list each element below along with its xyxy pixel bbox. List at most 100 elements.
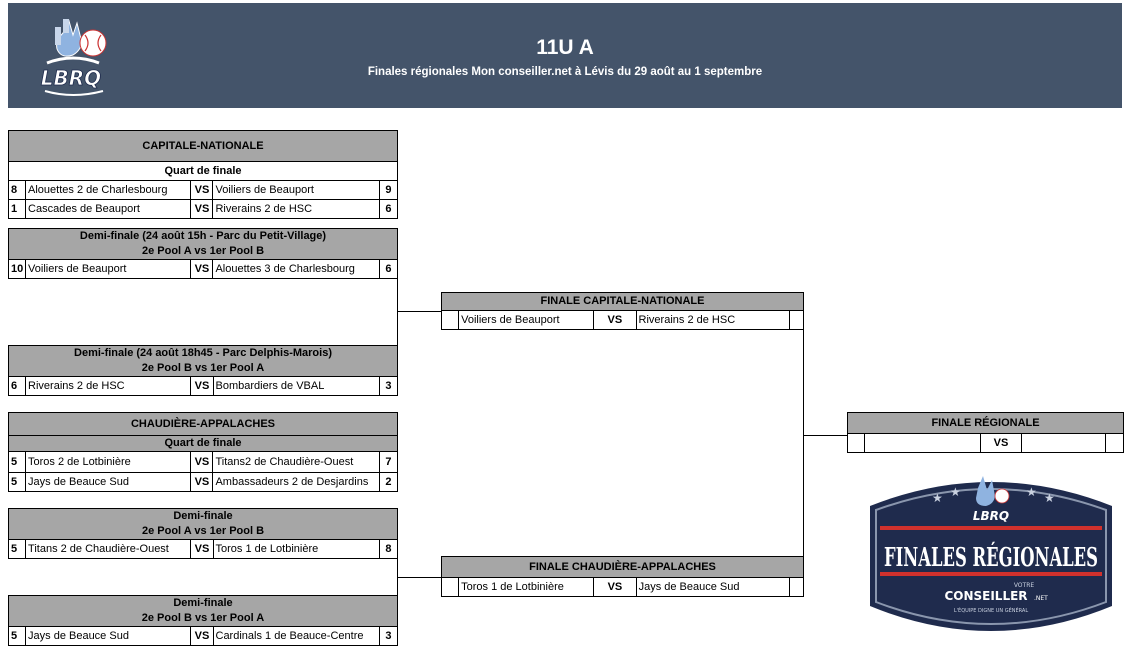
- seed: 1: [7, 199, 27, 219]
- star-icon: ★: [1026, 485, 1037, 499]
- chaudiere-final-title: FINALE CHAUDIÈRE-APPALACHES: [441, 556, 804, 578]
- team-name: [864, 433, 981, 453]
- bracket-connector: [397, 557, 398, 595]
- team-name: Cardinals 1 de Beauce-Centre: [212, 626, 380, 646]
- team-name: Riverains 2 de HSC: [25, 376, 192, 396]
- star-icon: ★: [1044, 491, 1055, 505]
- bracket-connector: [803, 435, 847, 436]
- team-name: Toros 2 de Lotbinière: [25, 451, 192, 473]
- team-name: Riverains 2 de HSC: [635, 310, 790, 330]
- sponsor-suffix: .NET: [1034, 595, 1048, 602]
- fleur-de-lis-icon: [976, 476, 995, 506]
- quarterfinal-label: Quart de finale: [8, 435, 398, 452]
- match-row: 5 Jays de Beauce Sud VS Cardinals 1 de B…: [7, 626, 399, 646]
- capitale-final-title: FINALE CAPITALE-NATIONALE: [441, 292, 804, 311]
- vs-label: VS: [593, 310, 637, 330]
- team-name: Alouettes 3 de Charlesbourg: [212, 259, 380, 279]
- region-title-capitale: CAPITALE-NATIONALE: [8, 130, 398, 162]
- seed: 5: [7, 472, 27, 492]
- seed: 7: [378, 451, 399, 473]
- seed: 8: [378, 539, 399, 559]
- vs-label: VS: [190, 539, 214, 559]
- vs-label: VS: [190, 199, 214, 219]
- bracket-connector: [397, 311, 441, 312]
- match-row: 1 Cascades de Beauport VS Riverains 2 de…: [7, 199, 399, 219]
- match-row: 5 Titans 2 de Chaudière-Ouest VS Toros 1…: [7, 539, 399, 559]
- team-name: Voiliers de Beauport: [25, 259, 192, 279]
- vs-label: VS: [190, 626, 214, 646]
- team-name: Jays de Beauce Sud: [25, 472, 192, 492]
- seed: 9: [378, 180, 399, 200]
- vs-label: VS: [190, 180, 214, 200]
- seed: 10: [7, 259, 27, 279]
- team-name: Voiliers de Beauport: [458, 310, 595, 330]
- capitale-final-block: FINALE CAPITALE-NATIONALE Voiliers de Be…: [440, 292, 805, 330]
- finales-regionales-badge: ★ ★ ★ ★ LBRQ FINALES RÉGIONALES VOTRE CO…: [870, 476, 1112, 631]
- bracket-connector: [397, 577, 441, 578]
- badge-logo-text: LBRQ: [973, 509, 1009, 523]
- semifinal-title: Demi-finale: [8, 595, 398, 611]
- match-row: 5 Toros 2 de Lotbinière VS Titans2 de Ch…: [7, 451, 399, 473]
- semifinal-pool-label: 2e Pool B vs 1er Pool A: [8, 611, 398, 627]
- quarterfinal-label: Quart de finale: [8, 161, 398, 181]
- team-name: Jays de Beauce Sud: [635, 577, 790, 597]
- semifinal-pool-label: 2e Pool A vs 1er Pool B: [8, 524, 398, 540]
- team-name: Toros 1 de Lotbinière: [212, 539, 380, 559]
- seed: 6: [7, 376, 27, 396]
- seed: [440, 310, 460, 330]
- vs-label: VS: [593, 577, 637, 597]
- team-name: Voiliers de Beauport: [212, 180, 380, 200]
- capitale-semifinal-1: Demi-finale (24 août 15h - Parc du Petit…: [7, 228, 399, 279]
- seed: [847, 433, 865, 453]
- seed: 6: [378, 199, 399, 219]
- seed: 3: [378, 376, 399, 396]
- seed: 2: [378, 472, 399, 492]
- vs-label: VS: [190, 376, 214, 396]
- vs-label: VS: [190, 472, 214, 492]
- chaudiere-semifinal-2: Demi-finale 2e Pool B vs 1er Pool A 5 Ja…: [7, 595, 399, 646]
- lbrq-logo-icon: LBRQ: [40, 19, 107, 96]
- team-name: Cascades de Beauport: [25, 199, 192, 219]
- seed: [1104, 433, 1125, 453]
- match-row: 5 Jays de Beauce Sud VS Ambassadeurs 2 d…: [7, 472, 399, 492]
- semifinal-pool-label: 2e Pool B vs 1er Pool A: [8, 361, 398, 377]
- match-row: 10 Voiliers de Beauport VS Alouettes 3 d…: [7, 259, 399, 279]
- match-row: VS: [847, 433, 1125, 453]
- match-row: 8 Alouettes 2 de Charlesbourg VS Voilier…: [7, 180, 399, 200]
- seed: 5: [7, 626, 27, 646]
- semifinal-title: Demi-finale: [8, 508, 398, 524]
- match-row: 6 Riverains 2 de HSC VS Bombardiers de V…: [7, 376, 399, 396]
- team-name: [1021, 433, 1106, 453]
- sponsor-tagline: L'ÉQUIPE DIGNE UN GÉNÉRAL: [954, 606, 1028, 614]
- capitale-quarterfinal-block: CAPITALE-NATIONALE Quart de finale 8 Alo…: [7, 130, 399, 219]
- bracket-connector: [803, 329, 804, 556]
- star-icon: ★: [950, 485, 961, 499]
- lbrq-logo-text: LBRQ: [41, 66, 101, 90]
- star-icon: ★: [932, 491, 943, 505]
- team-name: Jays de Beauce Sud: [25, 626, 192, 646]
- seed: 8: [7, 180, 27, 200]
- region-title-chaudiere: CHAUDIÈRE-APPALACHES: [8, 412, 398, 436]
- regional-final-block: FINALE RÉGIONALE VS: [846, 412, 1125, 453]
- chaudiere-final-block: FINALE CHAUDIÈRE-APPALACHES Toros 1 de L…: [440, 556, 805, 597]
- team-name: Titans 2 de Chaudière-Ouest: [25, 539, 192, 559]
- match-row: Voiliers de Beauport VS Riverains 2 de H…: [440, 310, 805, 330]
- seed: [440, 577, 460, 597]
- vs-label: VS: [190, 451, 214, 473]
- team-name: Bombardiers de VBAL: [212, 376, 380, 396]
- match-row: Toros 1 de Lotbinière VS Jays de Beauce …: [440, 577, 805, 597]
- semifinal-title: Demi-finale (24 août 15h - Parc du Petit…: [8, 228, 398, 244]
- chaudiere-quarterfinal-block: CHAUDIÈRE-APPALACHES Quart de finale 5 T…: [7, 412, 399, 492]
- team-name: Riverains 2 de HSC: [212, 199, 380, 219]
- vs-label: VS: [980, 433, 1022, 453]
- seed: 6: [378, 259, 399, 279]
- semifinal-title: Demi-finale (24 août 18h45 - Parc Delphi…: [8, 345, 398, 361]
- baseball-icon: [994, 488, 1010, 504]
- team-name: Alouettes 2 de Charlesbourg: [25, 180, 192, 200]
- seed: 5: [7, 451, 27, 473]
- sponsor-name: CONSEILLER: [944, 589, 1027, 603]
- semifinal-pool-label: 2e Pool A vs 1er Pool B: [8, 244, 398, 260]
- badge-title: FINALES RÉGIONALES: [884, 541, 1098, 573]
- seed: [788, 577, 805, 597]
- sponsor-top-text: VOTRE: [1014, 582, 1035, 589]
